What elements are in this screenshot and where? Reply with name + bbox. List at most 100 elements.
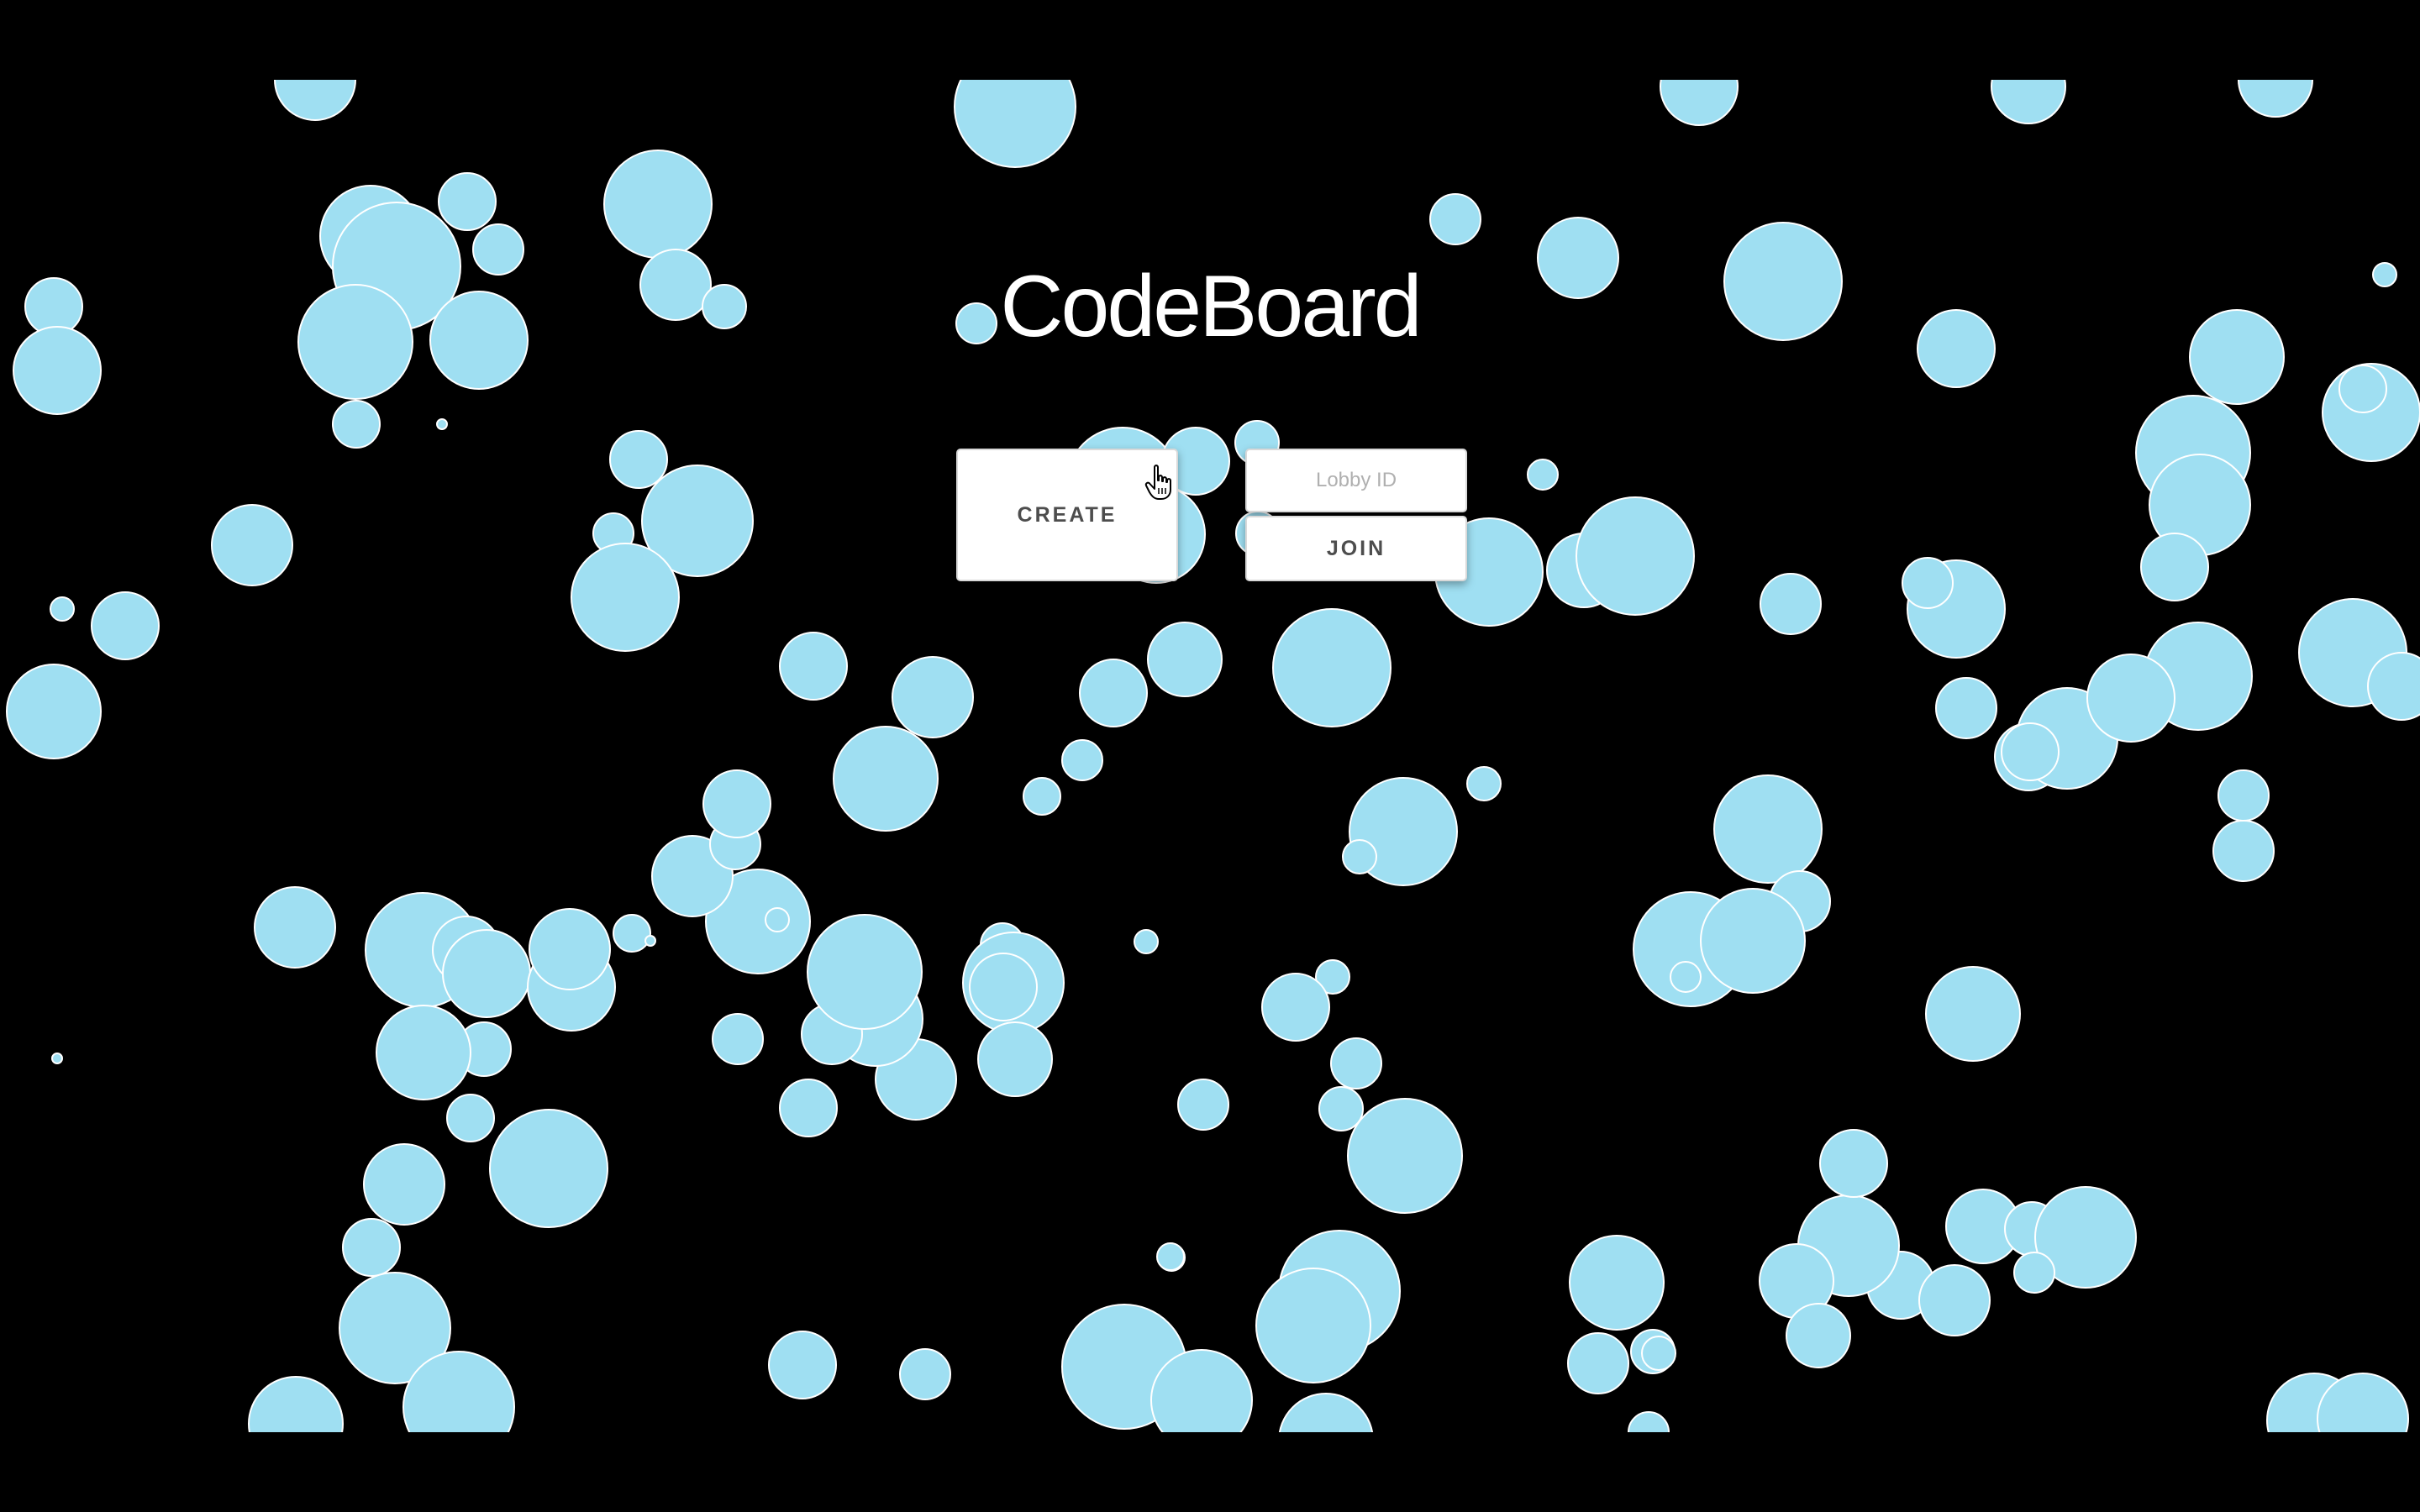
bubble xyxy=(702,284,747,329)
bubble xyxy=(1023,777,1061,816)
bubble xyxy=(1278,1393,1374,1432)
bubble xyxy=(2367,652,2420,721)
bubble xyxy=(1576,496,1695,616)
bubble xyxy=(1342,839,1377,874)
bubble xyxy=(91,591,160,660)
bubble xyxy=(1902,557,1954,609)
bubble xyxy=(429,291,529,390)
bubble xyxy=(609,430,668,489)
bubble xyxy=(641,465,754,577)
bubble xyxy=(899,1348,951,1400)
bubble xyxy=(779,1079,838,1137)
bubble xyxy=(765,907,790,932)
bubble xyxy=(1177,1079,1229,1131)
bubble xyxy=(1429,193,1481,245)
bubble xyxy=(1527,459,1559,491)
bubble xyxy=(489,1109,608,1228)
bubble xyxy=(1670,961,1702,993)
bubble xyxy=(969,953,1038,1021)
bubble xyxy=(807,914,923,1030)
bubble xyxy=(1991,80,2066,124)
bubble xyxy=(51,1053,63,1064)
bubble xyxy=(768,1331,837,1399)
bubble xyxy=(954,80,1076,168)
bubble xyxy=(712,1013,764,1065)
create-button[interactable]: CREATE xyxy=(956,449,1178,581)
bubble xyxy=(1272,608,1392,727)
bubble xyxy=(2086,654,2175,743)
bubble xyxy=(705,869,811,974)
bubble xyxy=(2238,80,2313,118)
bubble xyxy=(472,223,524,276)
bubble xyxy=(211,504,293,586)
bubble xyxy=(1786,1303,1851,1368)
bubble xyxy=(1347,1098,1463,1214)
bubble xyxy=(436,418,448,430)
bubble xyxy=(332,400,381,449)
bubble xyxy=(1150,1349,1253,1432)
bubble xyxy=(702,769,771,838)
bubble xyxy=(1061,739,1103,781)
bubble xyxy=(603,150,713,259)
bubble xyxy=(529,908,611,990)
bubble xyxy=(1723,222,1843,341)
bubble xyxy=(1156,1242,1185,1271)
bubble xyxy=(2317,1373,2409,1432)
bubble xyxy=(402,1351,515,1432)
bubble xyxy=(1147,622,1223,697)
bubble xyxy=(1641,1336,1676,1371)
bubble xyxy=(1760,573,1822,635)
bubble xyxy=(1925,966,2021,1062)
bubble xyxy=(1318,1086,1364,1131)
bubble xyxy=(2338,365,2387,413)
bubble xyxy=(2217,769,2270,822)
bubble xyxy=(342,1218,401,1277)
bubble xyxy=(1330,1037,1382,1089)
bubble xyxy=(1537,217,1619,299)
bubble xyxy=(644,935,656,947)
bubble xyxy=(1569,1235,1665,1331)
bubble xyxy=(1466,766,1502,801)
bubble xyxy=(50,596,75,622)
bubble xyxy=(248,1376,344,1432)
bubble xyxy=(1935,677,1997,739)
bubble xyxy=(571,543,680,652)
bubble xyxy=(833,726,939,832)
bubble xyxy=(2013,1252,2055,1294)
bubble xyxy=(1918,1264,1991,1336)
bubble xyxy=(6,664,102,759)
bubble xyxy=(2189,309,2285,405)
bubble xyxy=(2034,1186,2137,1289)
bubble xyxy=(1255,1268,1371,1383)
bubble xyxy=(446,1094,495,1142)
lobby-id-input[interactable] xyxy=(1245,449,1467,512)
bubble xyxy=(2140,533,2209,601)
bubble xyxy=(297,284,413,400)
bubble xyxy=(955,302,997,344)
bubble xyxy=(274,80,356,121)
app-title: CodeBoard xyxy=(1000,258,1422,355)
bubble-animation-background xyxy=(0,80,2420,1432)
bubble xyxy=(1819,1129,1888,1198)
bubble xyxy=(1917,309,1996,388)
bubble xyxy=(2001,722,2060,781)
bubble xyxy=(363,1143,445,1226)
bubble-field xyxy=(6,80,2420,1432)
bubble xyxy=(442,929,531,1018)
bubble xyxy=(779,632,848,701)
bubble xyxy=(639,249,712,321)
bubble xyxy=(1660,80,1739,126)
bubble xyxy=(13,326,102,415)
bubble xyxy=(1315,959,1350,995)
bubble xyxy=(376,1005,471,1100)
bubble xyxy=(1628,1411,1670,1432)
bubble xyxy=(2372,262,2397,287)
bubble xyxy=(1079,659,1148,727)
bubble xyxy=(438,172,497,231)
join-button[interactable]: JOIN xyxy=(1245,516,1467,581)
bubble xyxy=(892,656,974,738)
bubble xyxy=(1261,973,1330,1042)
bubble xyxy=(2212,820,2275,882)
bubble xyxy=(1134,929,1159,954)
bubble xyxy=(1567,1332,1629,1394)
